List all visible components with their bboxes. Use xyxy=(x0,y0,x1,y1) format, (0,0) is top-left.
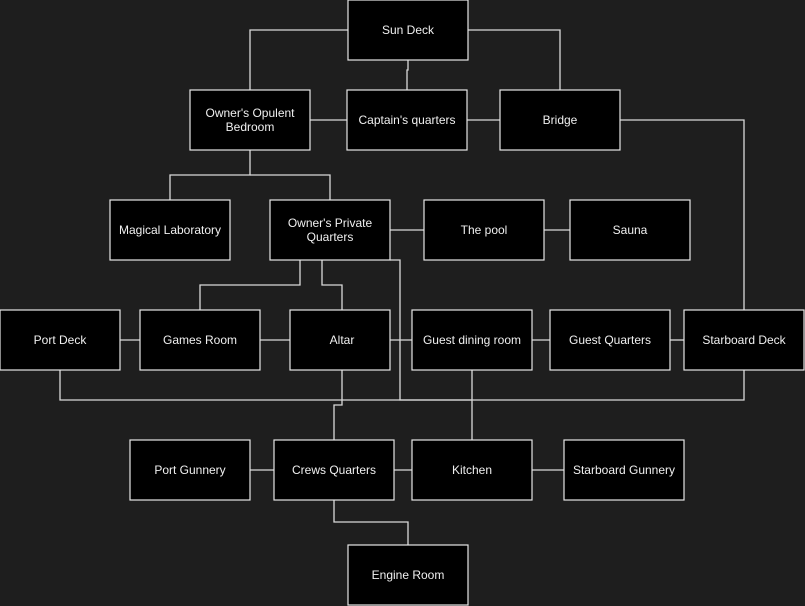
room-sauna[interactable]: Sauna xyxy=(569,199,691,261)
link-portdeck-starboard-bus xyxy=(59,370,745,401)
room-games-room[interactable]: Games Room xyxy=(139,309,261,371)
link-sundeck-captain xyxy=(406,60,409,90)
room-label: Magical Laboratory xyxy=(119,223,221,237)
room-port-deck[interactable]: Port Deck xyxy=(0,309,121,371)
link-bedroom-lab xyxy=(169,150,251,200)
room-kitchen[interactable]: Kitchen xyxy=(411,439,533,501)
room-sun-deck[interactable]: Sun Deck xyxy=(347,0,469,61)
link-bridge-starboard-deck xyxy=(620,119,745,310)
room-label: Guest dining room xyxy=(423,333,521,347)
room-label: Captain's quarters xyxy=(358,113,455,127)
link-bedroom-private xyxy=(250,174,331,200)
room-guest-quarters[interactable]: Guest Quarters xyxy=(549,309,671,371)
room-label: Port Deck xyxy=(34,333,88,347)
link-private-games xyxy=(199,260,301,310)
room-starboard-gunnery[interactable]: Starboard Gunnery xyxy=(563,439,685,501)
link-private-altar xyxy=(321,260,343,310)
room-guest-dining-room[interactable]: Guest dining room xyxy=(411,309,533,371)
room-label: Altar xyxy=(330,333,355,347)
room-label: Kitchen xyxy=(452,463,492,477)
room-label: Guest Quarters xyxy=(569,333,651,347)
room-label: Starboard Deck xyxy=(702,333,786,347)
room-label: Port Gunnery xyxy=(154,463,225,477)
link-crews-engine xyxy=(333,500,409,545)
room-label: Sun Deck xyxy=(382,23,435,37)
connectors xyxy=(59,29,745,545)
link-sundeck-bedroom xyxy=(249,29,348,90)
room-altar[interactable]: Altar xyxy=(289,309,391,371)
room-label: The pool xyxy=(461,223,508,237)
room-label: Engine Room xyxy=(372,568,445,582)
room-label: Starboard Gunnery xyxy=(573,463,675,477)
room-port-gunnery[interactable]: Port Gunnery xyxy=(129,439,251,501)
room-label: Bridge xyxy=(543,113,578,127)
room-label: Games Room xyxy=(163,333,237,347)
room-crews-quarters[interactable]: Crews Quarters xyxy=(273,439,395,501)
room-captains-quarters[interactable]: Captain's quarters xyxy=(346,89,468,151)
link-altar-crews xyxy=(333,370,343,440)
room-the-pool[interactable]: The pool xyxy=(423,199,545,261)
room-starboard-deck[interactable]: Starboard Deck xyxy=(683,309,805,371)
link-sundeck-bridge xyxy=(468,29,561,90)
room-bridge[interactable]: Bridge xyxy=(499,89,621,151)
room-label: Crews Quarters xyxy=(292,463,376,477)
room-magical-laboratory[interactable]: Magical Laboratory xyxy=(109,199,231,261)
room-label: Sauna xyxy=(613,223,648,237)
room-engine-room[interactable]: Engine Room xyxy=(347,544,469,606)
